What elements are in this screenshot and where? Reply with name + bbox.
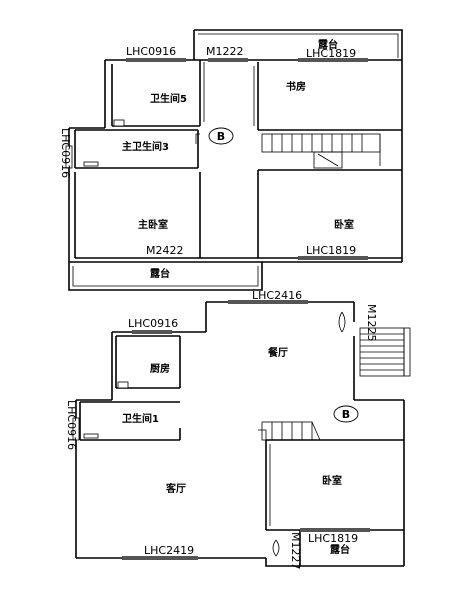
upper-balcony-top-label: 露台 — [318, 38, 338, 51]
lower-dining-label: 餐厅 — [267, 346, 288, 359]
lower-window-left: LHC0916 — [65, 400, 78, 450]
upper-window-top-right: LHC1819 — [306, 47, 356, 60]
lower-bath1-label: 卫生间1 — [122, 412, 159, 425]
lower-window-bottom: LHC2419 — [144, 544, 194, 557]
upper-master-bedroom-label: 主卧室 — [138, 218, 168, 231]
lower-section-mark: B — [333, 405, 359, 423]
upper-study-label: 书房 — [286, 80, 306, 93]
upper-bedroom-label: 卧室 — [334, 218, 354, 231]
upper-windows — [65, 58, 368, 260]
lower-stairs — [258, 327, 411, 446]
upper-window-bottom-right: LHC1819 — [306, 244, 356, 257]
lower-balcony-label: 露台 — [330, 543, 350, 556]
upper-door-bottom: M2422 — [146, 244, 184, 257]
upper-section-mark: B — [208, 127, 234, 145]
upper-door-top: M1222 — [206, 45, 244, 58]
lower-door-right: M1225 — [365, 304, 378, 342]
lower-windows — [72, 300, 370, 560]
lower-window-bottom-right: LHC1819 — [308, 532, 358, 545]
lower-mark-text: B — [342, 408, 350, 421]
lower-floor-walls — [75, 301, 405, 567]
lower-door-bottom: M1227 — [289, 532, 302, 570]
upper-bath5-label: 卫生间5 — [150, 92, 187, 105]
upper-mark-text: B — [217, 130, 225, 143]
lower-window-top-left: LHC0916 — [128, 317, 178, 330]
upper-window-top-left: LHC0916 — [126, 45, 176, 58]
lower-window-top: LHC2416 — [252, 289, 302, 302]
upper-balcony-bottom-label: 露台 — [150, 267, 170, 280]
lower-bedroom-label: 卧室 — [322, 474, 342, 487]
upper-master-bath-label: 主卫生间3 — [122, 140, 169, 153]
upper-stairs — [261, 133, 381, 169]
lower-living-label: 客厅 — [165, 482, 186, 495]
upper-window-left: LHC0916 — [59, 128, 72, 178]
lower-kitchen-label: 厨房 — [150, 362, 170, 375]
